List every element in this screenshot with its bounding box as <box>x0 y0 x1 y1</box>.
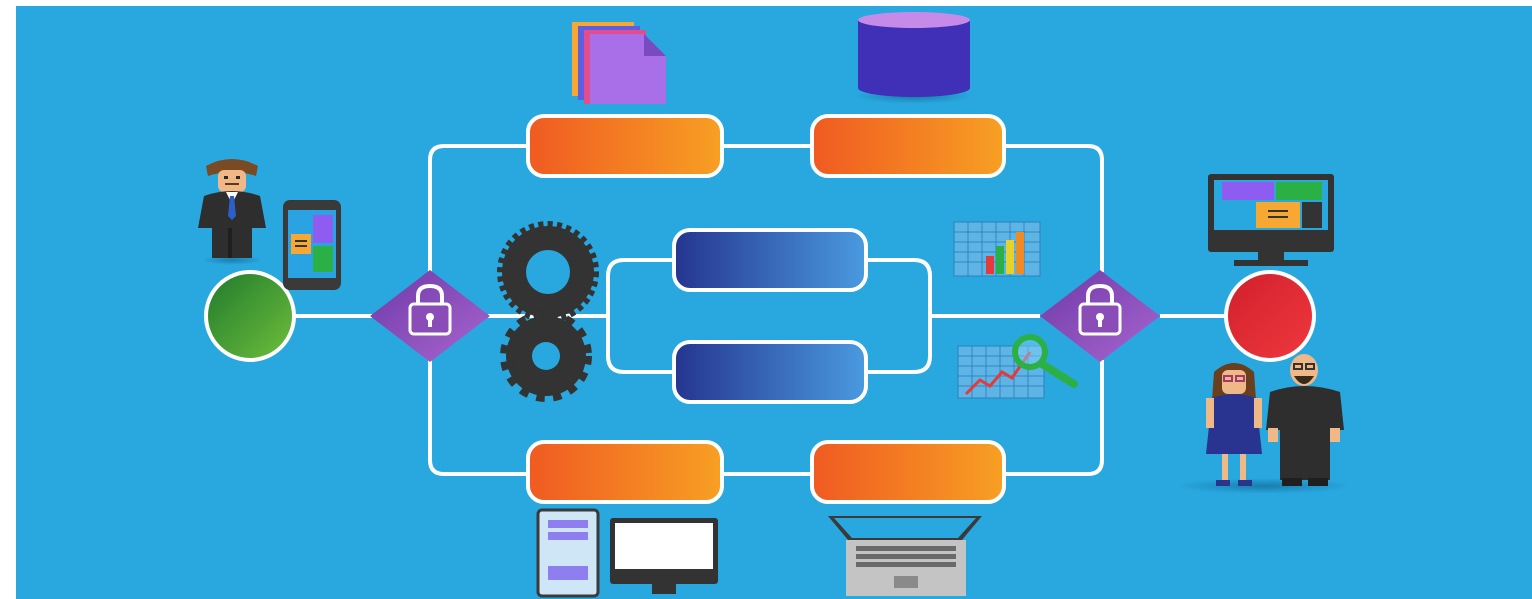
process-block-bottom-left <box>526 440 724 504</box>
process-block-inner-top <box>672 228 868 292</box>
process-block-bottom-right <box>810 440 1006 504</box>
users-couple-icon <box>1176 354 1352 494</box>
monitor-icon <box>610 518 718 594</box>
process-block-top-left <box>526 114 724 178</box>
smartphone-icon <box>283 200 341 290</box>
start-node <box>204 270 296 362</box>
gateway-left <box>370 270 490 362</box>
businessman-icon <box>198 159 266 265</box>
gear-icon <box>497 221 599 323</box>
laptop-icon <box>828 516 982 596</box>
padlock-icon <box>408 283 452 336</box>
process-block-inner-bottom <box>672 340 868 404</box>
trend-analysis-icon <box>957 334 1078 399</box>
padlock-icon <box>1078 283 1122 336</box>
process-block-top-right <box>810 114 1006 178</box>
server-tower-icon <box>536 508 600 598</box>
database-icon <box>854 12 974 104</box>
desktop-monitor-icon <box>1208 174 1334 266</box>
gateway-right <box>1040 270 1160 362</box>
documents-icon <box>572 22 666 104</box>
bar-chart-icon <box>953 221 1041 277</box>
end-node <box>1224 270 1316 362</box>
cog-icon <box>500 310 592 402</box>
